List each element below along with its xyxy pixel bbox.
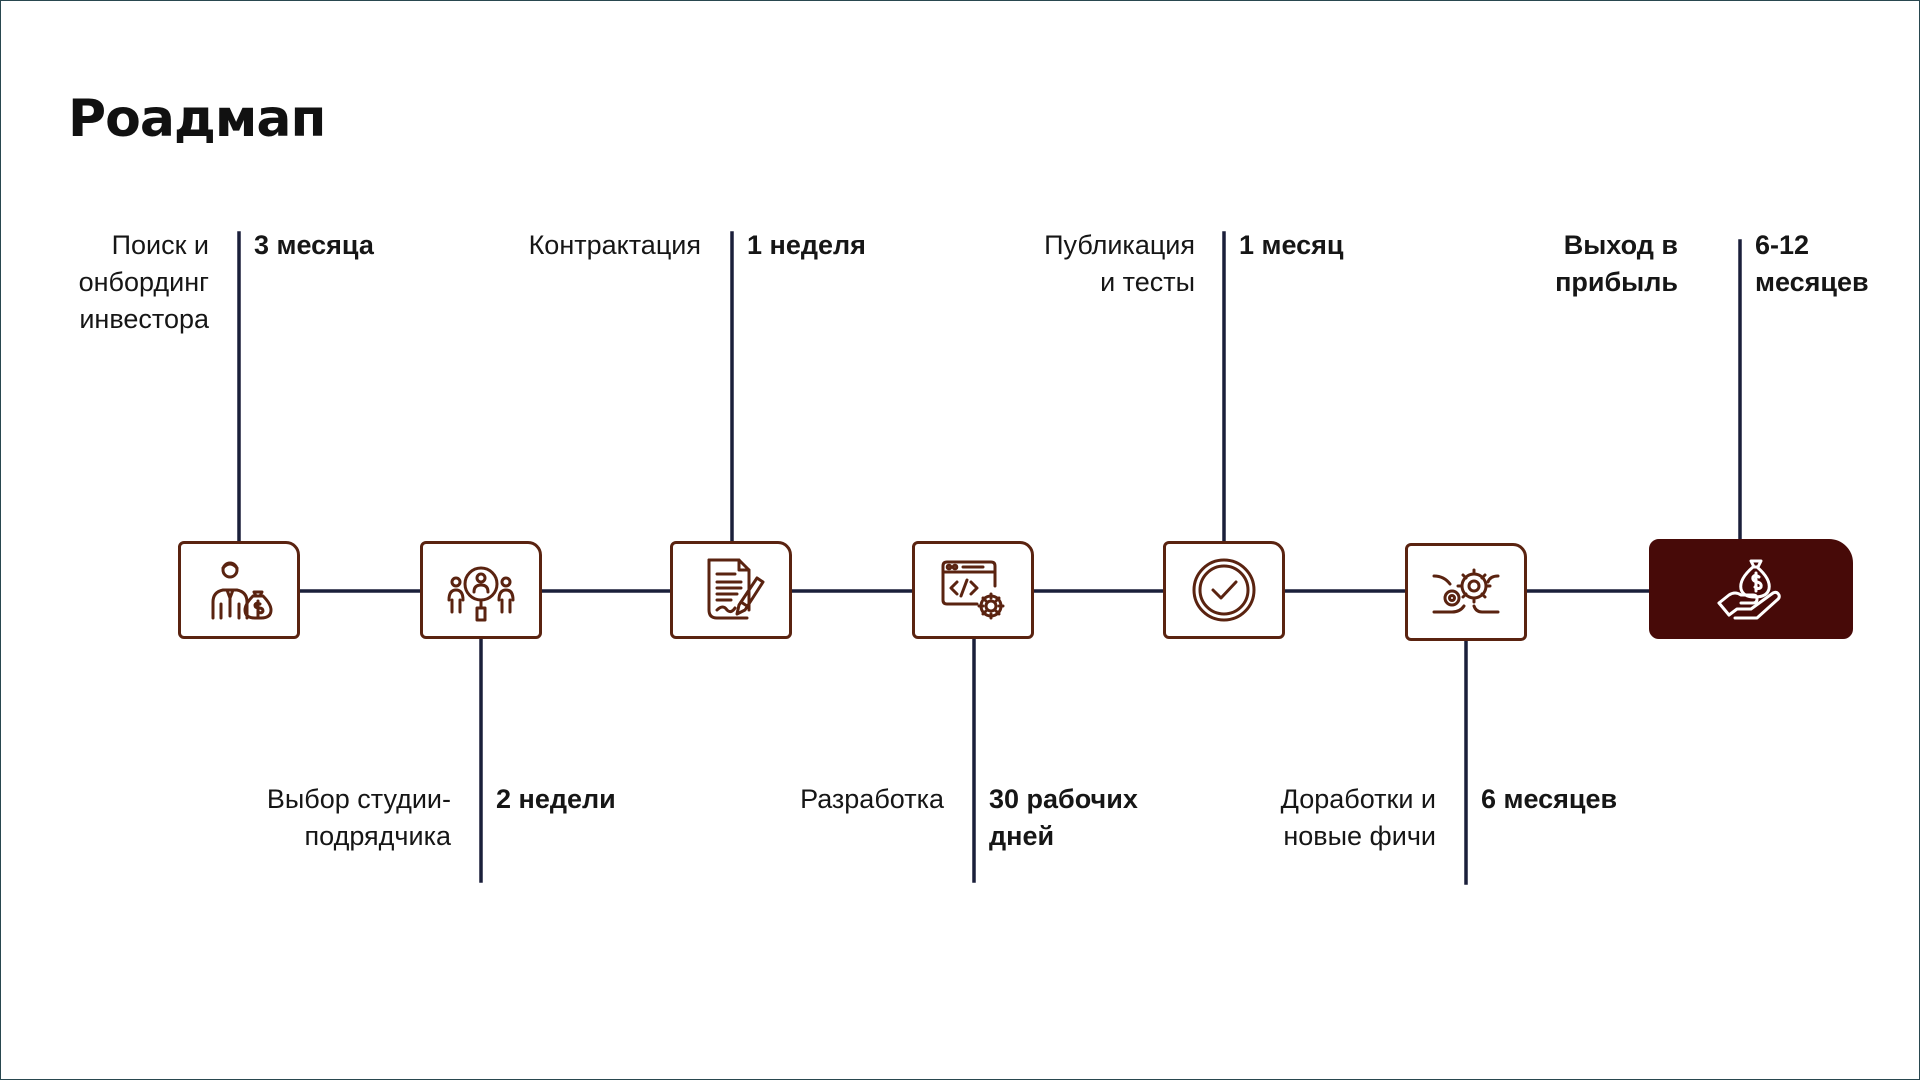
step-label: Поиск и онбординг инвестора <box>78 230 209 334</box>
step-node-development <box>912 541 1034 639</box>
gears-hand-icon <box>1432 568 1500 614</box>
step-duration: 6-12 месяцев <box>1755 230 1869 297</box>
check-circle-icon <box>1192 558 1256 622</box>
code-settings-icon <box>941 560 1005 620</box>
step-node-publication <box>1163 541 1285 639</box>
step-label: Выход в прибыль <box>1555 230 1678 297</box>
step-duration: 2 недели <box>496 784 616 814</box>
step-node-contract <box>670 541 792 639</box>
hand-money-bag-icon <box>1717 559 1781 620</box>
step-duration: 1 неделя <box>747 230 866 260</box>
step-node-studio <box>420 541 542 639</box>
page-title: Роадмап <box>68 89 326 149</box>
contract-sign-icon <box>707 558 765 620</box>
step-duration: 1 месяц <box>1239 230 1344 260</box>
step-label: Доработки и новые фичи <box>1280 784 1436 851</box>
step-node-investor <box>178 541 300 639</box>
investor-money-bag-icon <box>211 561 273 620</box>
step-label: Контрактация <box>528 230 701 260</box>
step-node-improvements <box>1405 543 1527 641</box>
step-label: Выбор студии- подрядчика <box>266 784 451 851</box>
step-node-profit <box>1649 539 1853 639</box>
step-label: Разработка <box>800 784 944 814</box>
step-duration: 3 месяца <box>254 230 374 260</box>
step-duration: 6 месяцев <box>1481 784 1618 814</box>
step-duration: 30 рабочих дней <box>989 784 1138 851</box>
step-label: Публикация и тесты <box>1044 230 1195 297</box>
team-search-icon <box>447 566 515 622</box>
